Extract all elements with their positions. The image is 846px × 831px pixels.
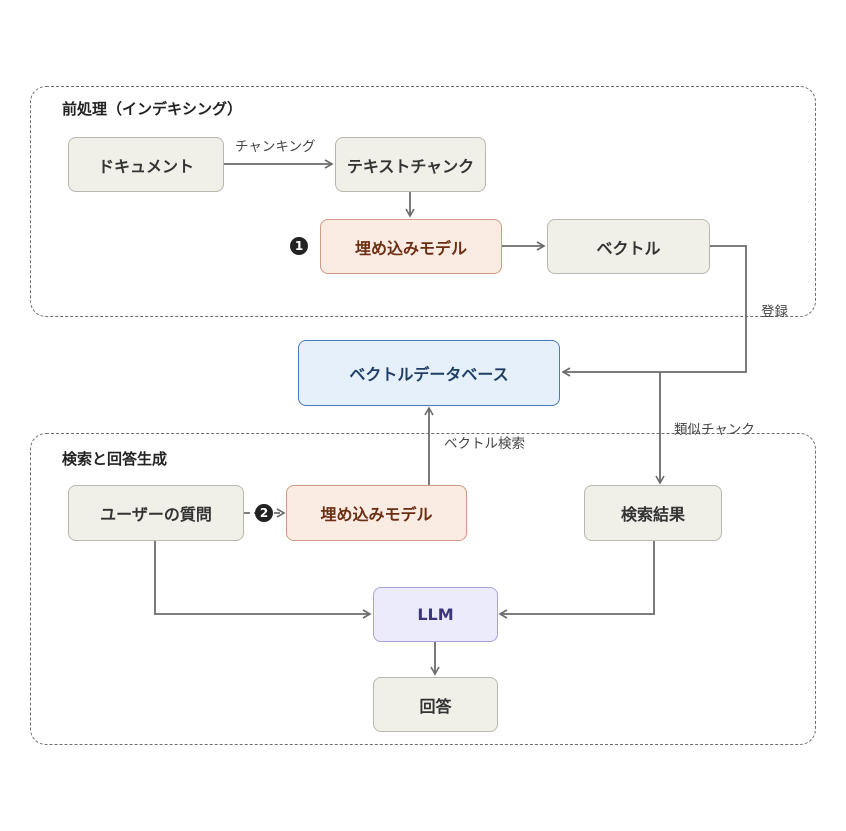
chunking-label: チャンキング [235,139,316,155]
step-marker-two: 2 [255,504,273,522]
edge-question-to-llm [154,541,372,619]
vector-database-node[interactable]: ベクトルデータベース [298,340,560,406]
similar-chunk-label: 類似チャンク [674,422,755,438]
llm-node[interactable]: LLM [373,587,498,642]
embedding-model-node-1[interactable]: 埋め込みモデル [320,219,502,274]
user-question-node[interactable]: ユーザーの質問 [68,485,244,541]
vector-search-label: ベクトル検索 [444,436,525,452]
answer-node[interactable]: 回答 [373,677,498,732]
document-node[interactable]: ドキュメント [68,137,224,192]
preprocess-group [30,86,816,317]
preprocess-group-title: 前処理（インデキシング） [62,100,243,118]
search-result-node[interactable]: 検索結果 [584,485,722,541]
text-chunk-node[interactable]: テキストチャンク [335,137,486,192]
register-label: 登録 [761,304,788,320]
step-marker-one: 1 [290,237,308,255]
edge-vector-to-db [561,245,747,377]
search-group [30,433,816,745]
search-group-title: 検索と回答生成 [62,450,168,468]
vector-node[interactable]: ベクトル [547,219,710,274]
embedding-model-node-2[interactable]: 埋め込みモデル [286,485,467,541]
edge-result-to-llm [498,541,655,619]
